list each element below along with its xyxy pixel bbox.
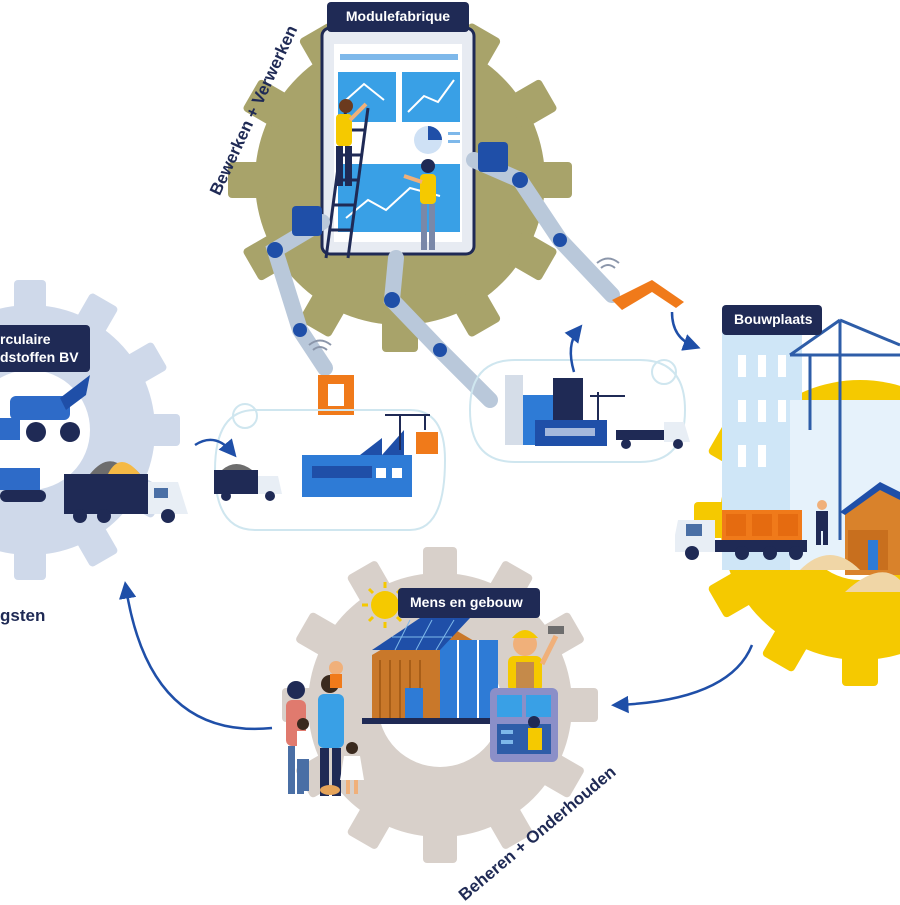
excavator-icon [0,375,90,442]
worker-icon [403,159,436,250]
bouwplaats-label: Bouwplaats [722,305,822,335]
city-bubble [468,359,687,463]
worker-icon [816,500,828,545]
bulldozer-icon [0,468,46,502]
circulaire-line-2: dstoffen BV [0,348,79,365]
mens-en-gebouw-label: Mens en gebouw [398,588,540,618]
arrow-icon [118,311,754,731]
worker-icon [508,626,564,692]
truck-icon [64,461,188,523]
robot-arm-icon [383,250,498,408]
module-block [416,432,438,454]
crane-icon [789,318,900,540]
building-icon [505,375,607,446]
solar-panel-icon [372,618,470,651]
left-cut-caption: gsten [0,606,46,625]
family-icon [286,661,364,796]
circulaire-bouwstoffen-label: rculaire dstoffen BV [0,325,90,372]
worker-icon [336,99,368,186]
circulaire-line-1: rculaire [0,331,51,347]
modulefabriek-label: Modulefabrique [327,2,469,32]
house-icon [840,482,900,575]
sand-pile [800,555,900,592]
robot-arm-icon [265,206,354,415]
control-panel [490,688,558,762]
truck-icon [616,422,690,449]
wifi-icon [308,257,620,351]
robot-arm-icon [466,142,684,310]
factory-icon [302,430,412,497]
truck-icon [675,510,807,560]
crane-icon [590,392,625,420]
truck-icon [214,464,282,501]
crane-icon [385,414,430,450]
